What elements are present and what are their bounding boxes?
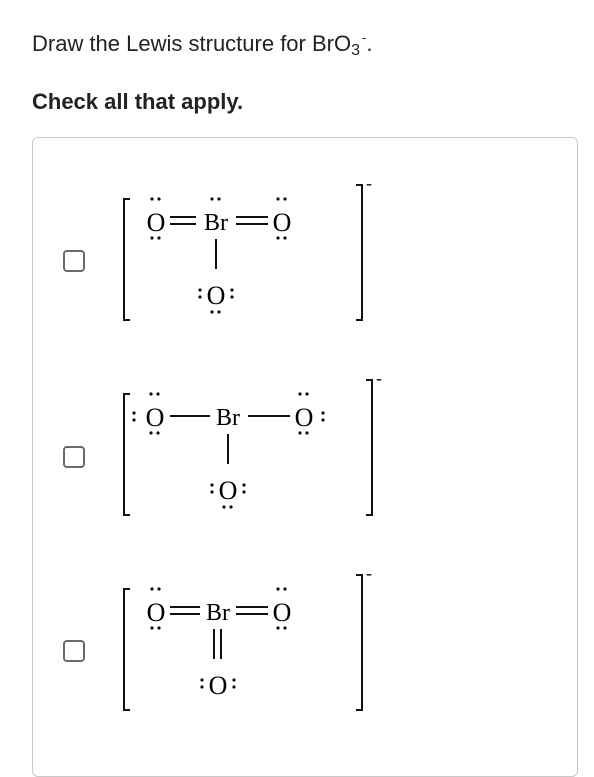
formula-charge: - [362, 30, 367, 45]
option-2-structure: - O Br O O [118, 368, 398, 533]
option-3-bromine: Br [206, 600, 230, 626]
option-1-bromine: Br [204, 210, 228, 236]
option-1: - O Br O O [33, 173, 577, 363]
formula-subscript: 3 [351, 42, 361, 59]
option-2-checkbox[interactable] [63, 446, 85, 468]
option-3: - O Br O O [33, 563, 577, 753]
option-3-charge: - [366, 563, 372, 583]
option-2-bromine: Br [216, 405, 240, 431]
option-1-bottom-oxygen: O [207, 281, 226, 310]
option-3-right-oxygen: O [273, 598, 292, 627]
option-1-left-oxygen: O [147, 208, 166, 237]
option-3-bottom-oxygen: O [209, 671, 228, 700]
options-box: - O Br O O [32, 137, 578, 777]
option-1-checkbox[interactable] [63, 250, 85, 272]
option-1-structure: - O Br O O [118, 173, 388, 338]
question-text: Draw the Lewis structure for BrO3-. [32, 30, 372, 60]
option-2-left-oxygen: O [146, 403, 165, 432]
option-2-right-oxygen: O [295, 403, 314, 432]
option-3-left-oxygen: O [147, 598, 166, 627]
instruction-text: Check all that apply. [32, 89, 244, 114]
option-2-charge: - [376, 368, 382, 388]
option-2-bottom-oxygen: O [219, 476, 238, 505]
option-2: - O Br O O [33, 368, 577, 558]
option-1-charge: - [366, 173, 372, 193]
option-3-structure: - O Br O O [118, 563, 388, 728]
question-prefix: Draw the Lewis structure for BrO [32, 31, 352, 56]
question-suffix: . [366, 31, 373, 56]
option-1-right-oxygen: O [273, 208, 292, 237]
option-3-checkbox[interactable] [63, 640, 85, 662]
